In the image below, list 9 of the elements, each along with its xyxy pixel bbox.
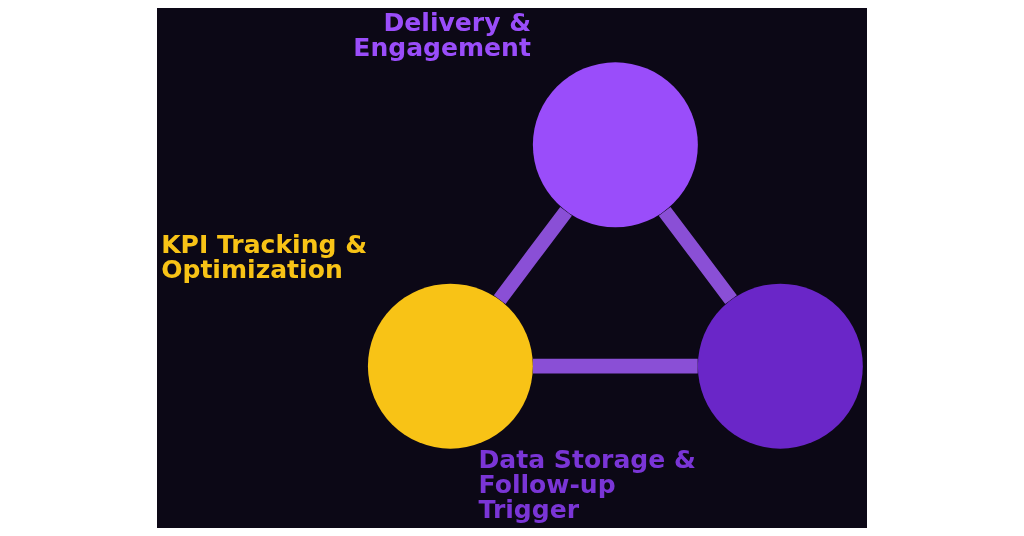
connector [493,206,572,304]
node-circle [367,283,533,449]
connector [658,206,737,304]
node-circle [532,62,698,228]
connector [532,358,698,374]
node-circle [697,283,863,449]
node-label: Delivery & Engagement [353,8,532,63]
node-label: Data Storage & Follow-up Trigger [478,444,696,524]
node-label: KPI Tracking & Optimization [161,229,367,284]
